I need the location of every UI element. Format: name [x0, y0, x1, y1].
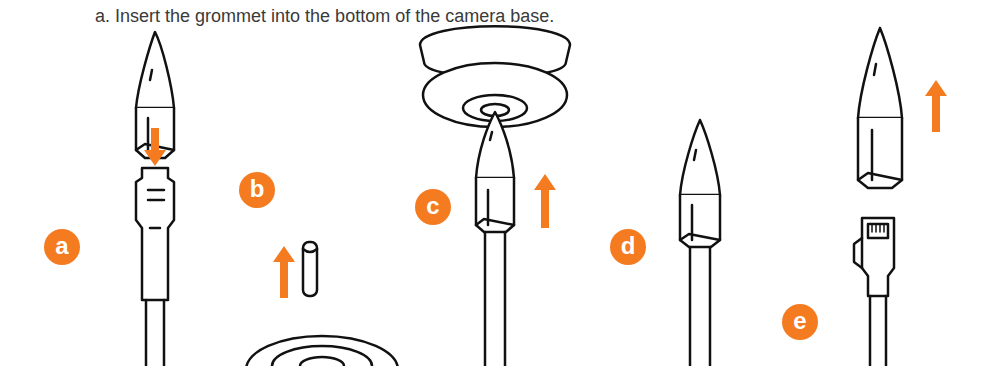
- assembled-sleeve: [680, 120, 720, 366]
- callout-letter: b: [239, 172, 275, 208]
- sleeve-removed: [854, 28, 902, 366]
- sleeve-onto-connector: [136, 32, 174, 366]
- motion-arrows: [144, 80, 947, 298]
- grommet-and-base: [246, 242, 398, 366]
- callout-letter: d: [610, 229, 646, 265]
- callout-letter: a: [44, 229, 80, 265]
- callout-letter: c: [415, 189, 451, 225]
- callout-letter: e: [782, 304, 818, 340]
- instruction-title: a. Insert the grommet into the bottom of…: [95, 6, 554, 27]
